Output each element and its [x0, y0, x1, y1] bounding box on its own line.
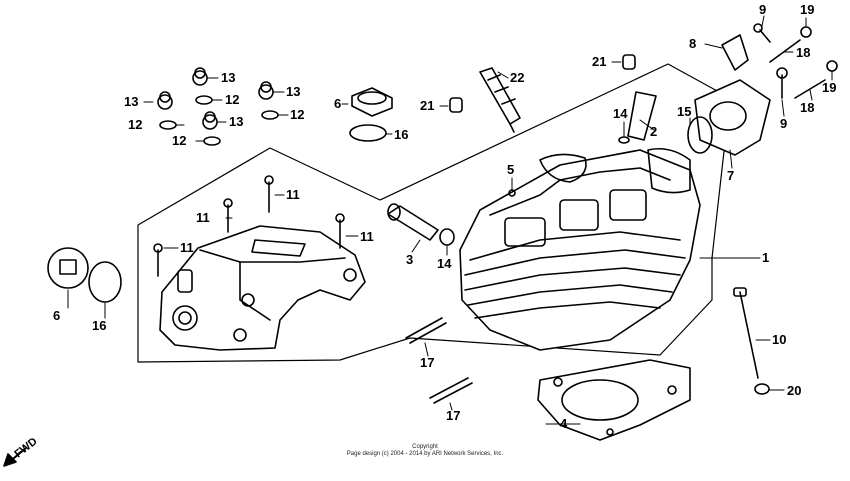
assembly-boundary: [137, 63, 731, 363]
part-label: 16: [394, 127, 408, 142]
part-label: 8: [689, 36, 696, 51]
part-label: 11: [180, 240, 194, 255]
copyright-notice: Page design (c) 2004 - 2014 by ARI Netwo…: [346, 451, 504, 457]
part-label: 14: [613, 106, 628, 121]
dowel-pin-21[interactable]: [622, 54, 636, 70]
bolt-11[interactable]: [264, 175, 274, 213]
part-label: 20: [787, 383, 801, 398]
pin-17[interactable]: [429, 377, 473, 404]
o-ring-16[interactable]: [88, 261, 122, 303]
cap-nut-13[interactable]: [202, 111, 218, 130]
part-label: 17: [446, 408, 460, 423]
cylinder-head[interactable]: [459, 147, 701, 351]
cap-nut-13[interactable]: [157, 91, 173, 110]
part-label: 17: [420, 355, 434, 370]
part-label: 9: [759, 2, 766, 17]
washer-12[interactable]: [203, 136, 221, 146]
part-label: 10: [772, 332, 786, 347]
intake-manifold-7[interactable]: [694, 79, 771, 156]
part-label: 12: [225, 92, 239, 107]
washer-20[interactable]: [754, 383, 770, 395]
part-label: 19: [800, 2, 814, 17]
cap-6[interactable]: [351, 87, 393, 117]
part-label: 14: [437, 256, 452, 271]
part-label: 21: [592, 54, 606, 69]
part-label: 15: [677, 104, 691, 119]
part-label: 2: [650, 124, 657, 139]
nut-19[interactable]: [826, 60, 838, 72]
leader-lines: [67, 15, 833, 425]
part-label: 3: [406, 252, 413, 267]
bolt-9[interactable]: [753, 23, 771, 43]
bolt-10[interactable]: [733, 287, 759, 379]
part-label: 13: [221, 70, 235, 85]
part-label: 13: [286, 84, 300, 99]
o-ring-14[interactable]: [439, 228, 455, 246]
part-label: 6: [334, 96, 341, 111]
bolt-11[interactable]: [153, 243, 163, 277]
stud-18[interactable]: [794, 79, 826, 99]
o-ring-14[interactable]: [618, 136, 630, 144]
pipe-3[interactable]: [387, 203, 439, 241]
part-label: 7: [727, 168, 734, 183]
bolt-11[interactable]: [335, 213, 345, 249]
part-label: 11: [196, 210, 210, 225]
part-label: 4: [560, 416, 568, 431]
part-label: 12: [128, 117, 142, 132]
cap-6[interactable]: [47, 247, 89, 289]
part-label: 18: [796, 45, 810, 60]
washer-12[interactable]: [159, 120, 177, 130]
fwd-arrow-icon: [3, 447, 27, 467]
o-ring-16[interactable]: [349, 124, 387, 142]
bolt-9[interactable]: [776, 67, 788, 99]
dowel-pin-21[interactable]: [449, 97, 463, 113]
part-label: 12: [172, 133, 186, 148]
part-label: 12: [290, 107, 304, 122]
washer-12[interactable]: [261, 110, 279, 120]
part-label: 11: [360, 229, 374, 244]
intake-pipe-2[interactable]: [627, 91, 657, 141]
part-label: 1: [762, 250, 769, 265]
part-label: 13: [229, 114, 243, 129]
part-label: 6: [53, 308, 60, 323]
part-label: 21: [420, 98, 434, 113]
nut-19[interactable]: [800, 26, 812, 38]
head-gasket[interactable]: [537, 359, 691, 441]
spark-plug[interactable]: [479, 67, 521, 133]
part-label: 5: [507, 162, 514, 177]
washer-12[interactable]: [195, 95, 213, 105]
cylinder-head-cover[interactable]: [159, 225, 366, 351]
part-label: 11: [286, 187, 300, 202]
part-label: 22: [510, 70, 524, 85]
cap-nut-13[interactable]: [192, 67, 208, 86]
bolt-11[interactable]: [223, 198, 233, 233]
cap-nut-13[interactable]: [258, 81, 274, 100]
pin-17[interactable]: [405, 317, 447, 344]
part-label: 13: [124, 94, 138, 109]
part-label: 9: [780, 116, 787, 131]
part-label: 16: [92, 318, 106, 333]
o-ring-15[interactable]: [687, 116, 713, 154]
part-label: 19: [822, 80, 836, 95]
part-label: 18: [800, 100, 814, 115]
stud-18[interactable]: [769, 39, 801, 63]
clamp-8[interactable]: [721, 34, 749, 71]
copyright-line: Copyright: [412, 444, 438, 450]
part-labels: 1 2 3 4 5 6 6 7 8 9 9 10 11 11 11 11 12 …: [53, 2, 836, 431]
